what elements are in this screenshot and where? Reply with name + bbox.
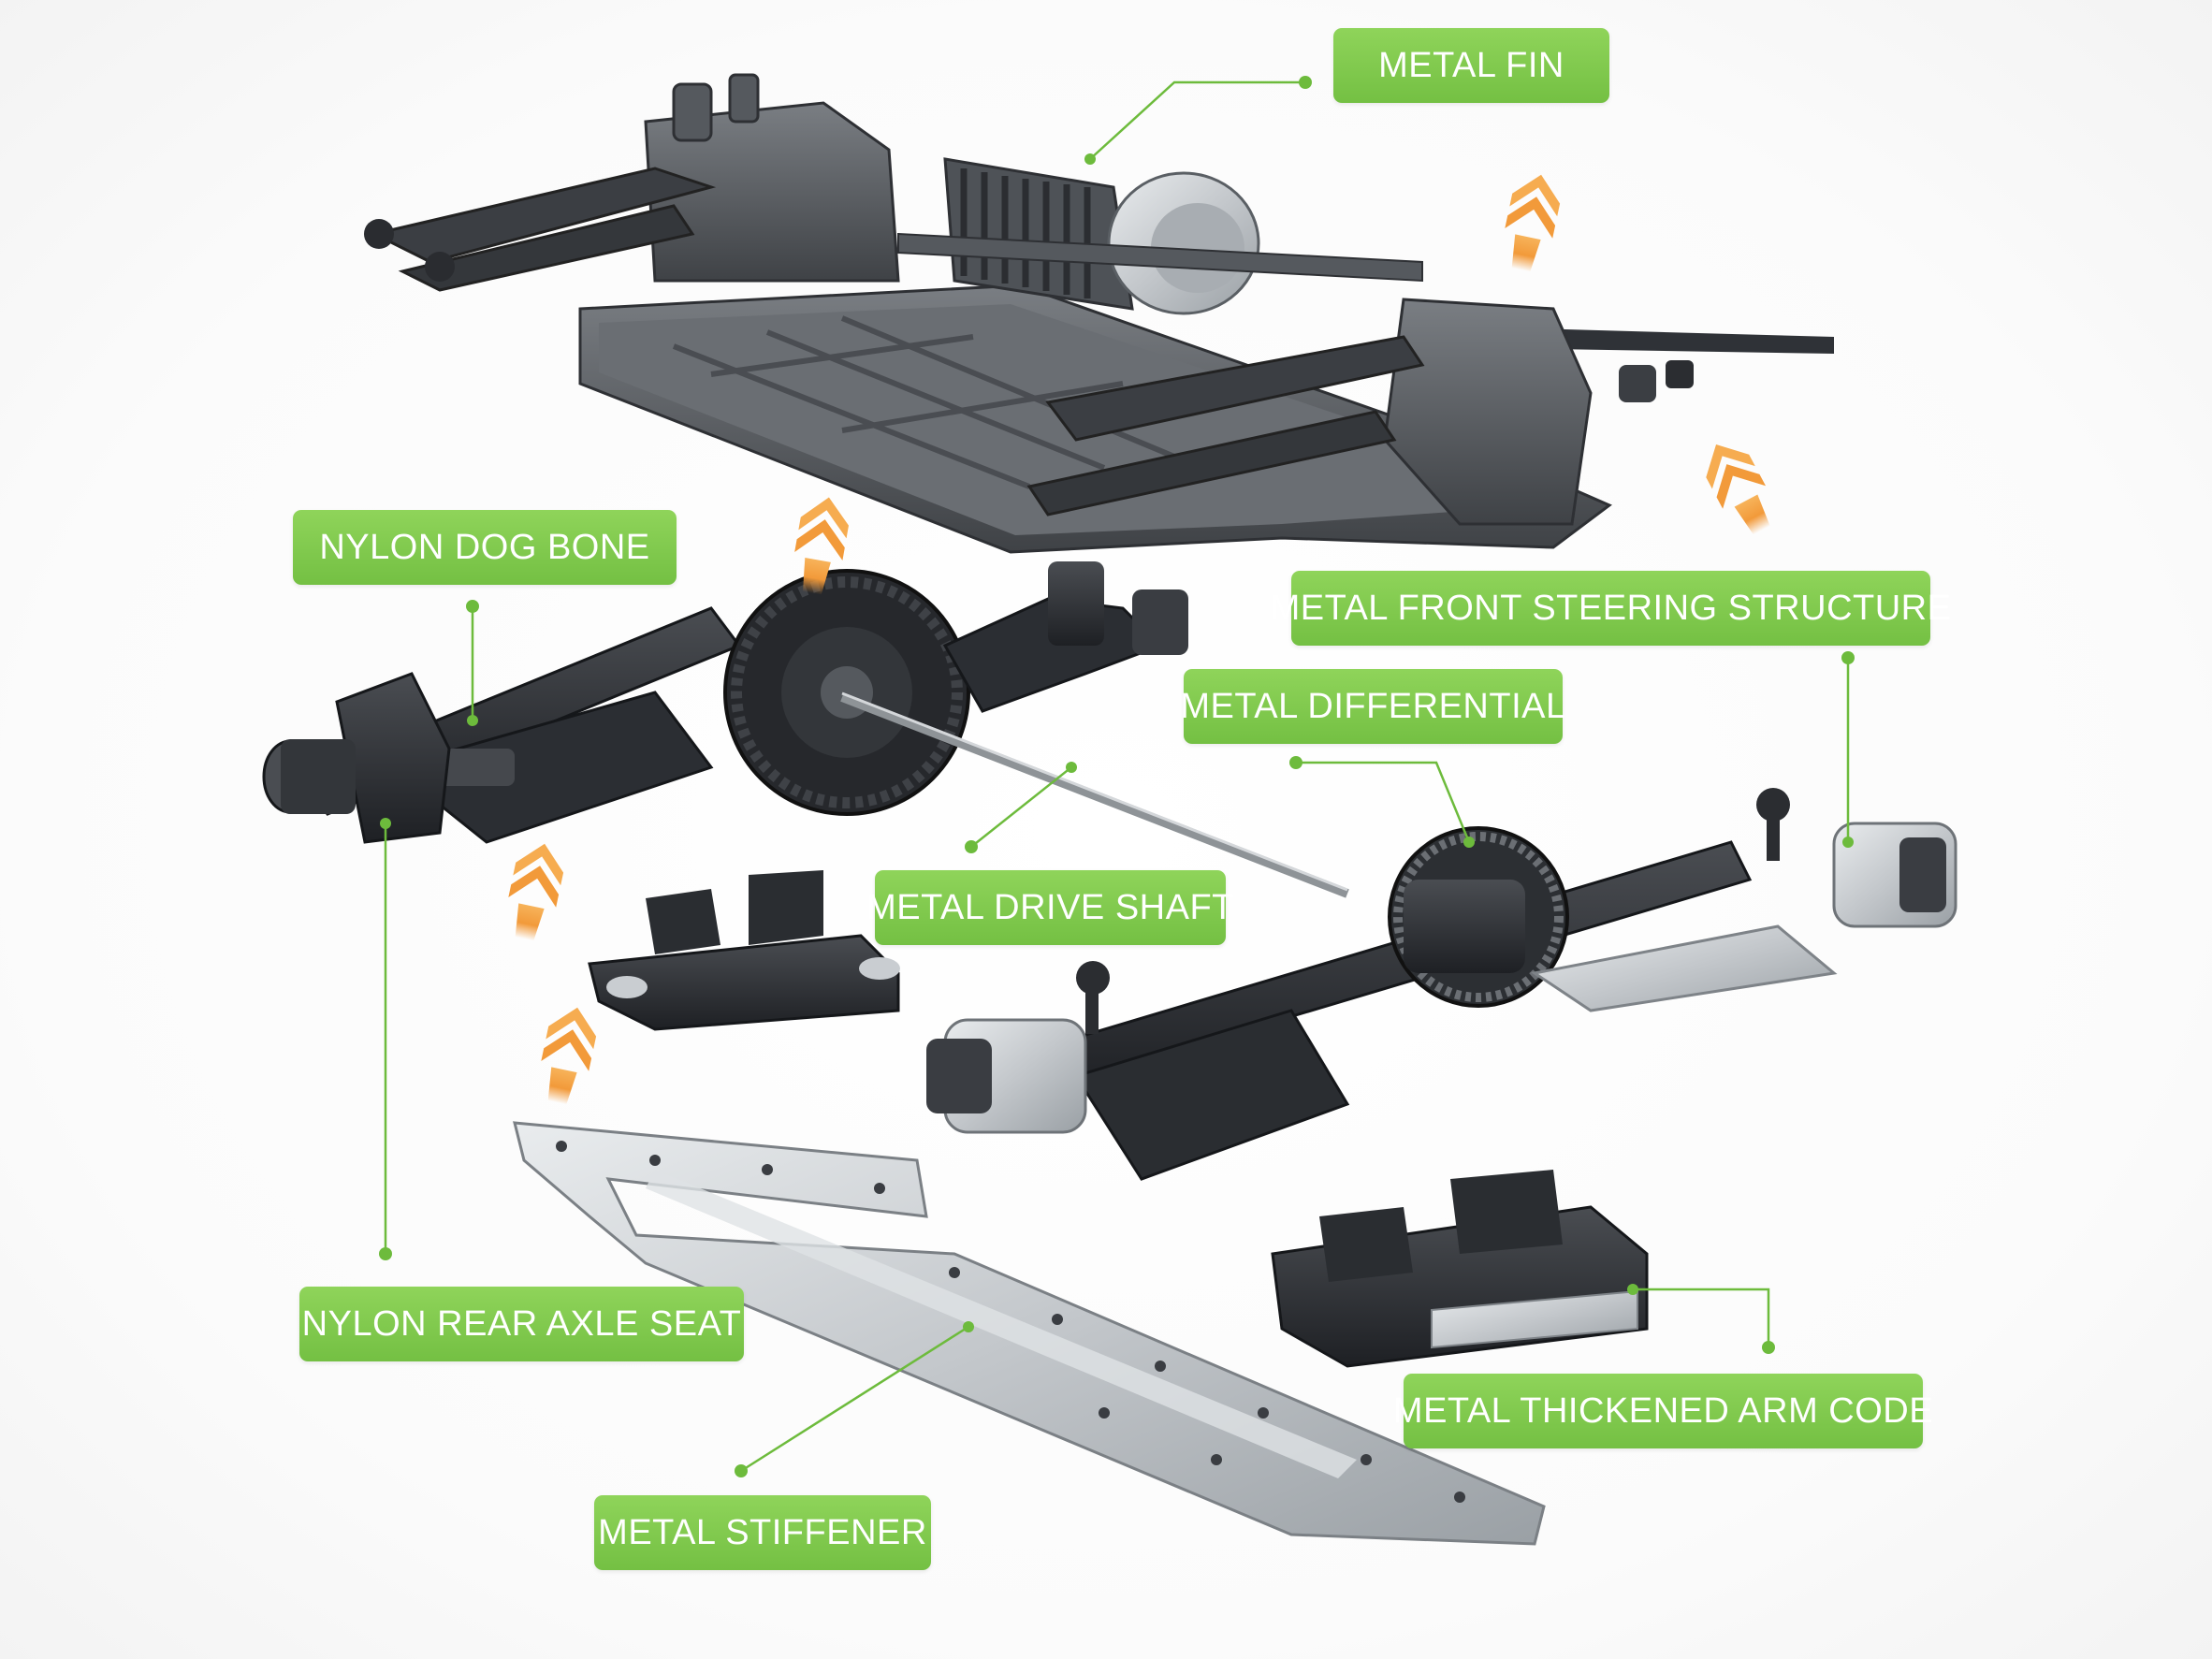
label-metal-thickened-arm-code: METAL THICKENED ARM CODE	[1393, 1374, 1933, 1448]
assembly-arrow-icon	[501, 838, 569, 944]
thickened-arm-code-part	[1271, 1170, 1649, 1368]
assembly-arrow-icon	[1695, 432, 1783, 543]
front-axle-assembly	[926, 788, 1957, 1181]
label-nylon-dog-bone: NYLON DOG BONE	[293, 510, 677, 585]
label-metal-stiffener: METAL STIFFENER	[594, 1495, 931, 1570]
label-metal-fin: METAL FIN	[1333, 28, 1609, 103]
rear-axle-assembly	[262, 561, 1188, 844]
chassis-assembly	[364, 73, 1834, 554]
assembly-arrow-icon	[1497, 169, 1565, 275]
drive-shaft	[840, 692, 1349, 898]
label-metal-differential: METAL DIFFERENTIAL	[1180, 669, 1565, 744]
label-metal-drive-shaft: METAL DRIVE SHAFT	[866, 870, 1233, 945]
rear-axle-seat-part	[588, 870, 900, 1031]
label-metal-front-steering-structure: METAL FRONT STEERING STRUCTURE	[1271, 571, 1951, 646]
assembly-arrow-icon	[533, 1002, 602, 1108]
label-nylon-rear-axle-seat: NYLON REAR AXLE SEAT	[299, 1287, 744, 1361]
leader-dots	[379, 76, 1855, 1477]
stiffener-part	[513, 1121, 1546, 1546]
leader-lines	[384, 80, 1850, 1473]
